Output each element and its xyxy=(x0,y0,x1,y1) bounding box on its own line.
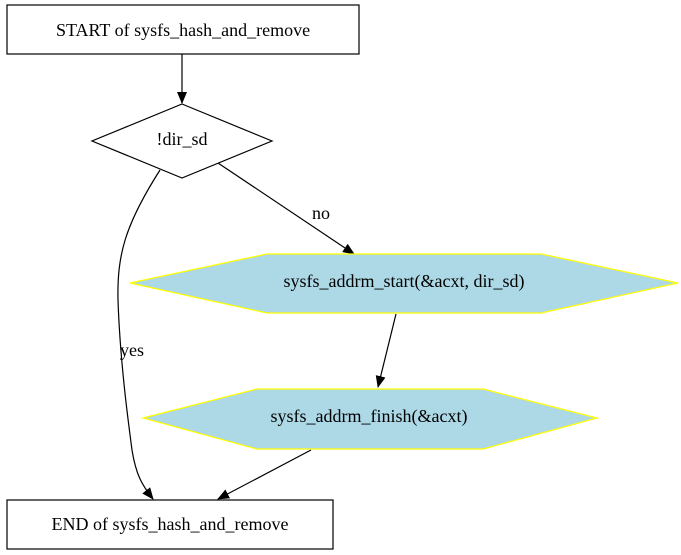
node-start: START of sysfs_hash_and_remove xyxy=(6,4,360,55)
node-end-label: END of sysfs_hash_and_remove xyxy=(52,514,289,534)
node-addrm-finish: sysfs_addrm_finish(&acxt) xyxy=(140,388,600,450)
edge-label-no: no xyxy=(312,203,330,223)
node-end: END of sysfs_hash_and_remove xyxy=(6,499,334,550)
edge-finish-to-end xyxy=(217,449,312,500)
node-condition-label: !dir_sd xyxy=(157,129,208,149)
edge-label-yes: yes xyxy=(120,340,144,360)
edge-cond-yes: yes xyxy=(117,169,161,500)
node-start-label: START of sysfs_hash_and_remove xyxy=(56,20,310,40)
edge-start-to-finish xyxy=(375,313,397,388)
node-condition: !dir_sd xyxy=(90,103,274,179)
node-addrm-finish-label: sysfs_addrm_finish(&acxt) xyxy=(271,406,468,427)
node-addrm-start-label: sysfs_addrm_start(&acxt, dir_sd) xyxy=(284,271,525,292)
node-addrm-start: sysfs_addrm_start(&acxt, dir_sd) xyxy=(129,253,679,314)
edge-cond-no: no xyxy=(217,162,355,255)
